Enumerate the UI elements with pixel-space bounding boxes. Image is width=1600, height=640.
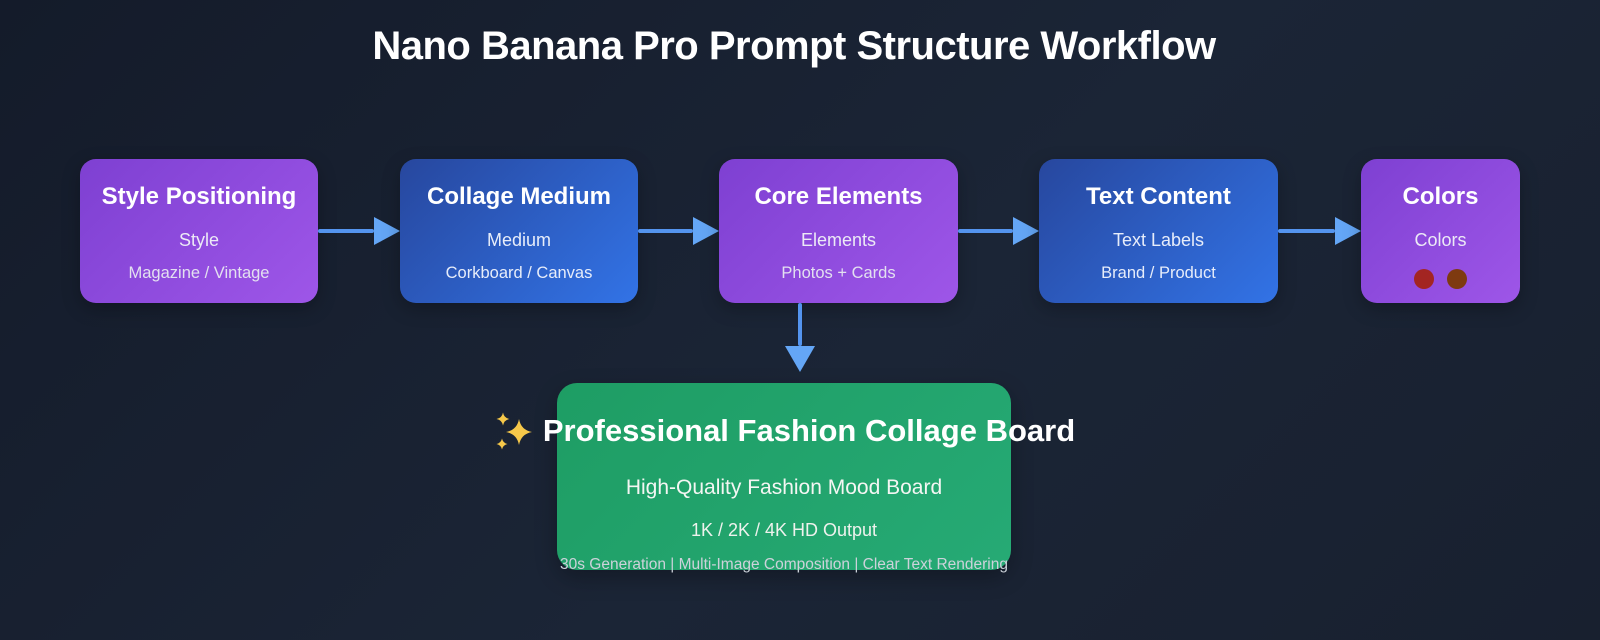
arrow-shaft [958, 229, 1013, 233]
arrow-down-icon [784, 303, 815, 372]
flow-node-core-elements: Core Elements Elements Photos + Cards [719, 159, 958, 303]
color-swatch-red [1414, 269, 1434, 289]
node-subtitle: Elements [800, 230, 877, 250]
arrow-shaft [1278, 229, 1335, 233]
sparkles-icon [496, 412, 532, 450]
page-title: Nano Banana Pro Prompt Structure Workflo… [372, 24, 1216, 68]
node-title: Text Content [1086, 183, 1231, 210]
result-title-row: Professional Fashion Collage Board [493, 409, 1075, 453]
arrow-right-icon [638, 217, 719, 245]
arrow-head [693, 217, 719, 245]
arrow-head [784, 346, 815, 372]
arrow-head [1335, 217, 1361, 245]
arrow-right-icon [958, 217, 1039, 245]
arrow-shaft [318, 229, 374, 233]
flow-node-colors: Colors Colors [1361, 159, 1520, 303]
result-output: 1K / 2K / 4K HD Output [690, 520, 878, 540]
flow-node-collage-medium: Collage Medium Medium Corkboard / Canvas [400, 159, 638, 303]
node-subtitle: Medium [486, 230, 552, 250]
node-title: Collage Medium [426, 183, 612, 210]
arrow-head [374, 217, 400, 245]
node-detail: Magazine / Vintage [128, 264, 270, 282]
result-subtitle: High-Quality Fashion Mood Board [625, 476, 943, 499]
arrow-right-icon [318, 217, 400, 245]
arrow-shaft [638, 229, 693, 233]
flow-node-style-positioning: Style Positioning Style Magazine / Vinta… [80, 159, 318, 303]
color-swatch-brown [1447, 269, 1467, 289]
arrow-shaft [797, 303, 802, 346]
node-subtitle: Colors [1414, 230, 1467, 250]
node-title: Style Positioning [101, 183, 297, 210]
node-detail: Brand / Product [1101, 264, 1216, 282]
node-detail: Photos + Cards [781, 264, 896, 282]
node-detail: Corkboard / Canvas [445, 264, 593, 282]
result-footnote: 30s Generation | Multi-Image Composition… [559, 556, 1008, 573]
arrow-right-icon [1278, 217, 1361, 245]
node-subtitle: Text Labels [1112, 230, 1205, 250]
node-subtitle: Style [178, 230, 220, 250]
color-swatches [1414, 269, 1467, 289]
result-title: Professional Fashion Collage Board [542, 413, 1076, 448]
node-title: Colors [1402, 183, 1479, 210]
flow-node-text-content: Text Content Text Labels Brand / Product [1039, 159, 1278, 303]
arrow-head [1013, 217, 1039, 245]
node-title: Core Elements [754, 183, 923, 210]
result-card: Professional Fashion Collage Board High-… [496, 383, 1075, 573]
